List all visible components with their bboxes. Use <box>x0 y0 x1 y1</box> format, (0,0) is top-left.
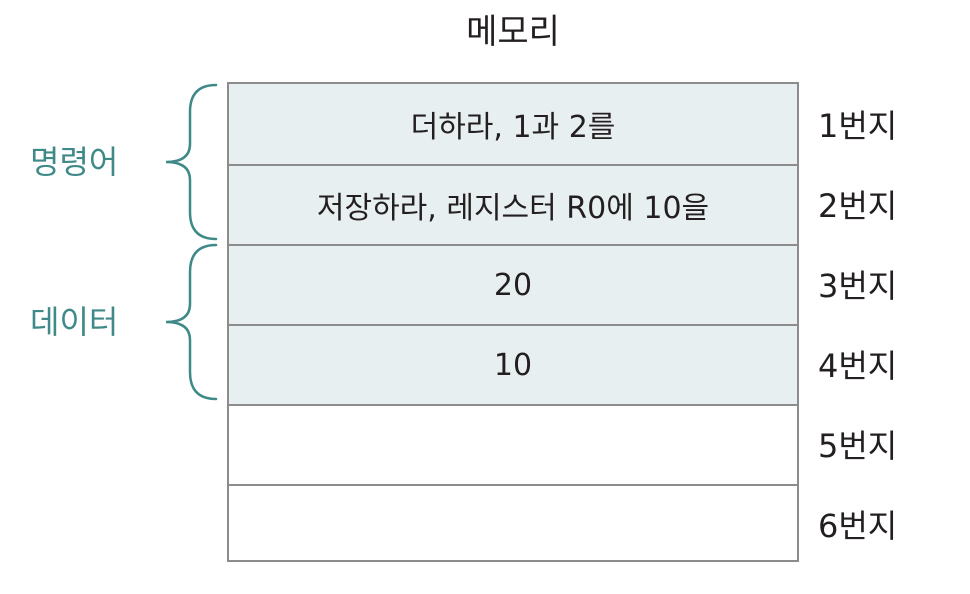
instruction-brace <box>160 82 220 242</box>
memory-cell-4: 10 <box>229 324 797 404</box>
memory-cell-2: 저장하라, 레지스터 R0에 10을 <box>229 164 797 244</box>
address-label-2: 2번지 <box>818 187 898 225</box>
memory-cell-1: 더하라, 1과 2를 <box>229 84 797 164</box>
memory-cell-5 <box>229 404 797 484</box>
group-label-instruction: 명령어 <box>30 143 119 181</box>
diagram-title: 메모리 <box>466 12 560 52</box>
memory-cell-6 <box>229 484 797 564</box>
group-label-data: 데이터 <box>30 303 119 341</box>
memory-cell-3: 20 <box>229 244 797 324</box>
memory-table: 더하라, 1과 2를 저장하라, 레지스터 R0에 10을 20 10 <box>227 82 799 562</box>
address-label-6: 6번지 <box>818 507 898 545</box>
address-label-5: 5번지 <box>818 427 898 465</box>
address-label-1: 1번지 <box>818 107 898 145</box>
data-brace <box>160 242 220 402</box>
address-label-4: 4번지 <box>818 347 898 385</box>
address-label-3: 3번지 <box>818 267 898 305</box>
